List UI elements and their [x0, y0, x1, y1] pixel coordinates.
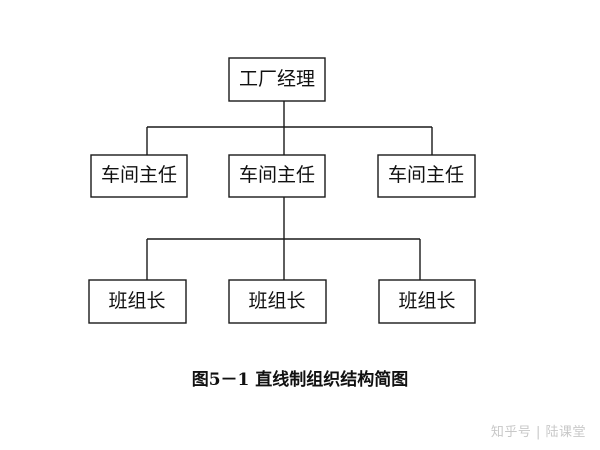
- node-workshop-director-left-label: 车间主任: [101, 164, 177, 186]
- node-workshop-director-middle: 车间主任: [228, 154, 326, 198]
- node-team-leader-left-label: 班组长: [108, 290, 165, 312]
- node-factory-manager: 工厂经理: [228, 57, 326, 102]
- figure-caption: 图5－1 直线制组织结构简图: [191, 370, 409, 390]
- node-team-leader-right-label: 班组长: [398, 290, 455, 312]
- node-workshop-director-left: 车间主任: [90, 154, 188, 198]
- watermark: 知乎号 | 陆课堂: [490, 425, 586, 440]
- node-factory-manager-label: 工厂经理: [239, 68, 315, 90]
- connectors: [146, 101, 433, 280]
- node-team-leader-middle-label: 班组长: [248, 290, 305, 312]
- node-workshop-director-right: 车间主任: [377, 154, 476, 198]
- node-team-leader-middle: 班组长: [228, 279, 327, 324]
- node-workshop-director-middle-label: 车间主任: [239, 164, 315, 186]
- node-team-leader-left: 班组长: [88, 279, 187, 324]
- node-workshop-director-right-label: 车间主任: [388, 164, 464, 186]
- node-team-leader-right: 班组长: [378, 279, 476, 324]
